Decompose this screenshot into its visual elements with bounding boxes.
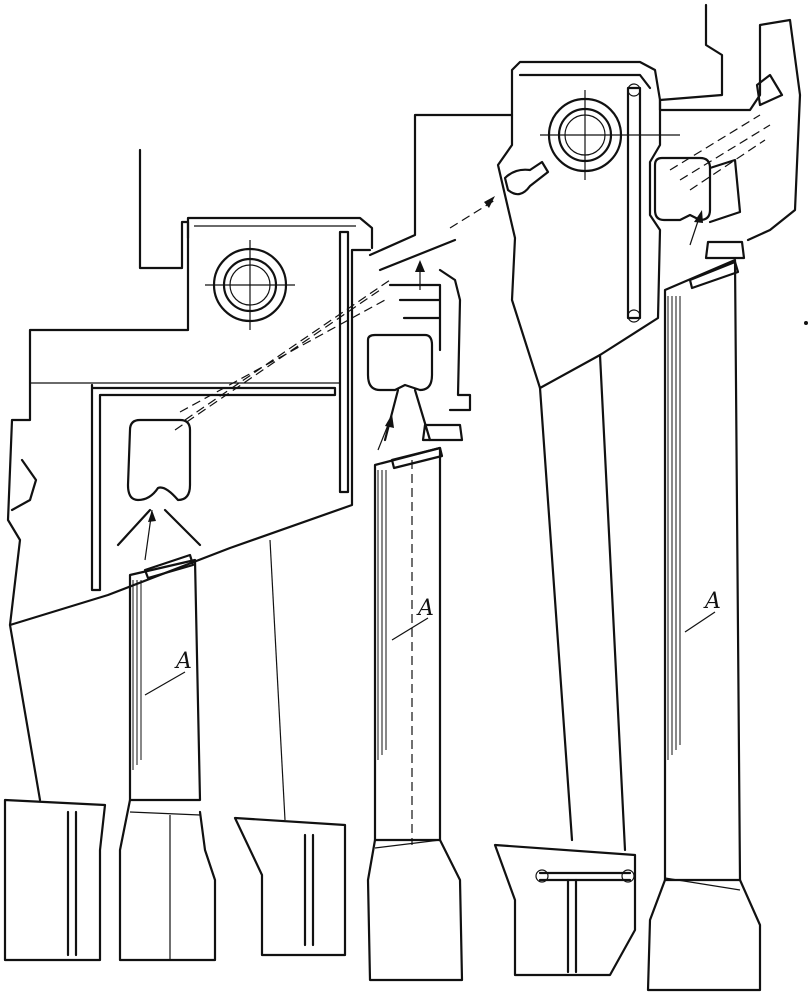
middle-stage (366, 60, 662, 451)
right-stage (449, 3, 802, 852)
left-disc-segments (3, 539, 347, 962)
right-blade: A (646, 258, 762, 992)
left-cover-plate (186, 216, 374, 250)
left-nozzle-body (126, 418, 192, 502)
left-casing-outline (6, 148, 372, 627)
right-housing-outline (496, 98, 662, 390)
middle-blade: A (366, 446, 464, 982)
middle-stage-outline (368, 60, 662, 257)
blade-label-middle: A (416, 596, 434, 621)
left-casing-lower-edge (8, 623, 42, 802)
left-blade: A (118, 553, 217, 962)
left-inner-frame (90, 383, 337, 592)
left-stage (6, 148, 391, 802)
blade-label-right: A (703, 589, 721, 614)
right-disc-segment (493, 843, 637, 977)
blade-label-left: A (174, 649, 192, 674)
